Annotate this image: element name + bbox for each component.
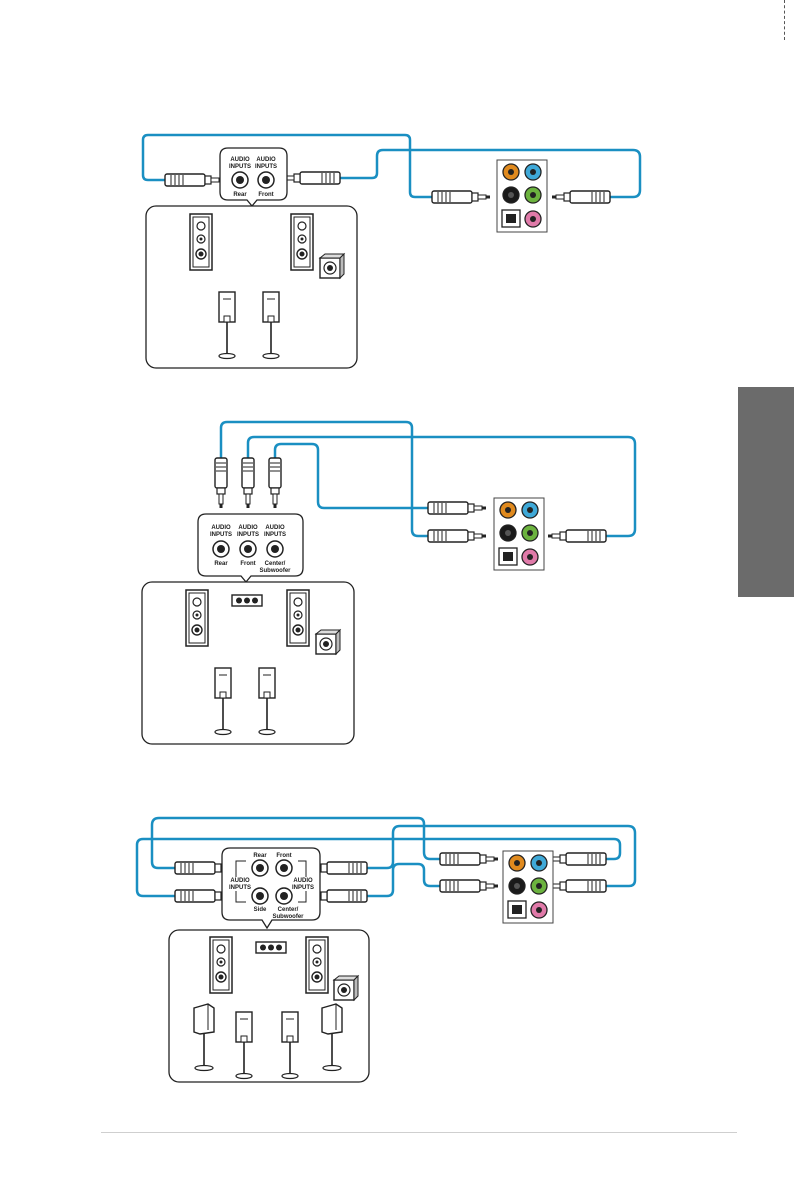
front-label: Front	[276, 853, 291, 859]
diagram-2-input: AUDIO INPUTS AUDIO INPUTS Rear Front	[143, 135, 640, 368]
subwoofer-label: Subwoofer	[260, 568, 292, 574]
front-label: Front	[258, 192, 273, 198]
center-label: Center/	[265, 561, 286, 567]
subwoofer-label: Subwoofer	[273, 914, 305, 920]
audio-inputs-label-a1: AUDIO	[211, 525, 231, 531]
audio-inputs-label-2b: INPUTS	[255, 164, 277, 170]
cut-line	[784, 0, 785, 40]
audio-inputs-label-b2: INPUTS	[237, 532, 259, 538]
side-label: Side	[254, 907, 267, 913]
audio-inputs-label-2a: AUDIO	[256, 157, 276, 163]
chapter-side-tab	[738, 387, 794, 597]
diagram-3-input: AUDIO INPUTS AUDIO INPUTS AUDIO INPUTS R…	[142, 422, 635, 744]
rear-label: Rear	[253, 853, 267, 859]
audio-inputs-right-2: INPUTS	[292, 885, 314, 891]
center-label: Center/	[278, 907, 299, 913]
audio-inputs-left-1: AUDIO	[230, 878, 250, 884]
audio-inputs-left-2: INPUTS	[229, 885, 251, 891]
audio-inputs-label-c2: INPUTS	[264, 532, 286, 538]
audio-inputs-label-b1: AUDIO	[238, 525, 258, 531]
rear-label: Rear	[214, 561, 228, 567]
audio-inputs-label-a2: INPUTS	[210, 532, 232, 538]
audio-inputs-label-1b: INPUTS	[229, 164, 251, 170]
audio-inputs-label-c1: AUDIO	[265, 525, 285, 531]
diagram-4-input: Rear Front AUDIO INPUTS AUDIO INPUTS Sid…	[137, 818, 635, 1082]
audio-inputs-label-1a: AUDIO	[230, 157, 250, 163]
footer-rule	[101, 1132, 737, 1133]
rear-label: Rear	[233, 192, 247, 198]
front-label: Front	[240, 561, 255, 567]
audio-inputs-right-1: AUDIO	[293, 878, 313, 884]
